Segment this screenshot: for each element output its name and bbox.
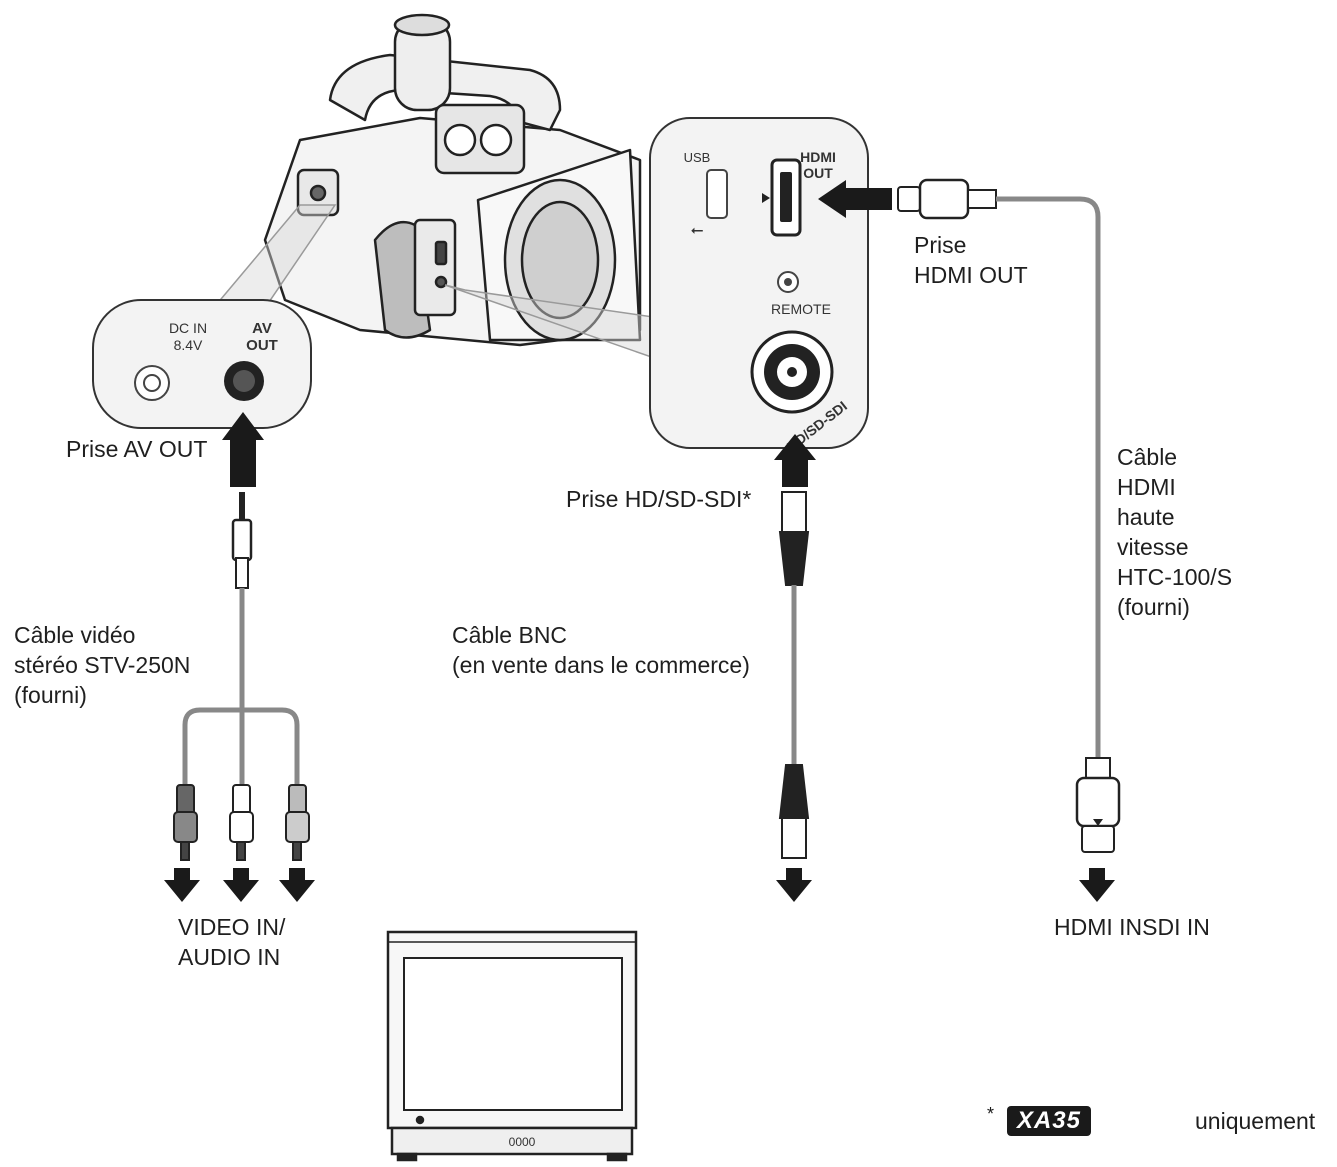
monitor-illustration [386, 930, 638, 1162]
cable-hdmi-label-6: (fourni) [1117, 594, 1190, 620]
cable-hdmi-label-3: haute [1117, 504, 1175, 530]
remote-label: REMOTE [771, 301, 831, 317]
prise-hdmi-out-label-1: Prise [914, 232, 967, 258]
hdmi-sdi-panel: USB ⭠ HDMI OUT REMOTE HD/SD-SDI [649, 117, 869, 454]
cable-bnc-label-2: (en vente dans le commerce) [452, 652, 750, 678]
xa35-model-badge: XA35 [1007, 1106, 1091, 1136]
av-out-label-2: OUT [246, 337, 278, 354]
camcorder-illustration [263, 13, 642, 347]
prise-av-out-label: Prise AV OUT [66, 436, 208, 462]
usb-port [706, 169, 728, 219]
footnote-star: * [987, 1104, 995, 1124]
arrow-up-sdi [774, 434, 816, 487]
prise-sdi-label: Prise HD/SD-SDI* [566, 486, 752, 512]
cable-hdmi-label-5: HTC-100/S [1117, 564, 1233, 590]
hdmi-cable [897, 178, 1121, 853]
stereo-video-cable [173, 492, 310, 861]
prise-hdmi-out-label-2: HDMI OUT [914, 262, 1028, 288]
hdmi-in-label: HDMI INSDI IN [1054, 914, 1210, 940]
direction-arrows [164, 180, 1115, 902]
usb-icon: ⭠ [691, 222, 704, 239]
cable-hdmi-label-2: HDMI [1117, 474, 1176, 500]
cable-video-label-2: stéréo STV-250N [14, 652, 191, 678]
usb-label: USB [684, 150, 711, 165]
video-in-label-2: AUDIO IN [178, 944, 281, 970]
video-in-label-1: VIDEO IN/ [178, 914, 286, 940]
hdmi-label-2: OUT [803, 165, 833, 181]
av-out-panel: DC IN 8.4V AV OUT [92, 299, 312, 429]
arrow-up-av [222, 412, 264, 487]
cable-hdmi-label-1: Câble [1117, 444, 1178, 470]
arrow-down-video-2 [223, 868, 259, 902]
footnote-text: uniquement [1195, 1108, 1316, 1134]
arrow-down-bnc [776, 868, 812, 902]
hdmi-label-1: HDMI [800, 149, 836, 165]
arrow-down-video-1 [164, 868, 200, 902]
dc-in-voltage: 8.4V [174, 337, 203, 353]
arrow-left-hdmi [818, 180, 892, 218]
av-out-label-1: AV [252, 320, 272, 337]
dc-in-label: DC IN [169, 320, 207, 336]
monitor-buttons: 0000 [509, 1135, 536, 1149]
bnc-cable [778, 491, 810, 859]
cable-hdmi-label-4: vitesse [1117, 534, 1189, 560]
cable-bnc-label-1: Câble BNC [452, 622, 568, 648]
cable-video-label-1: Câble vidéo [14, 622, 136, 648]
arrow-down-hdmi [1079, 868, 1115, 902]
arrow-down-audio [279, 868, 315, 902]
cable-video-label-3: (fourni) [14, 682, 87, 708]
